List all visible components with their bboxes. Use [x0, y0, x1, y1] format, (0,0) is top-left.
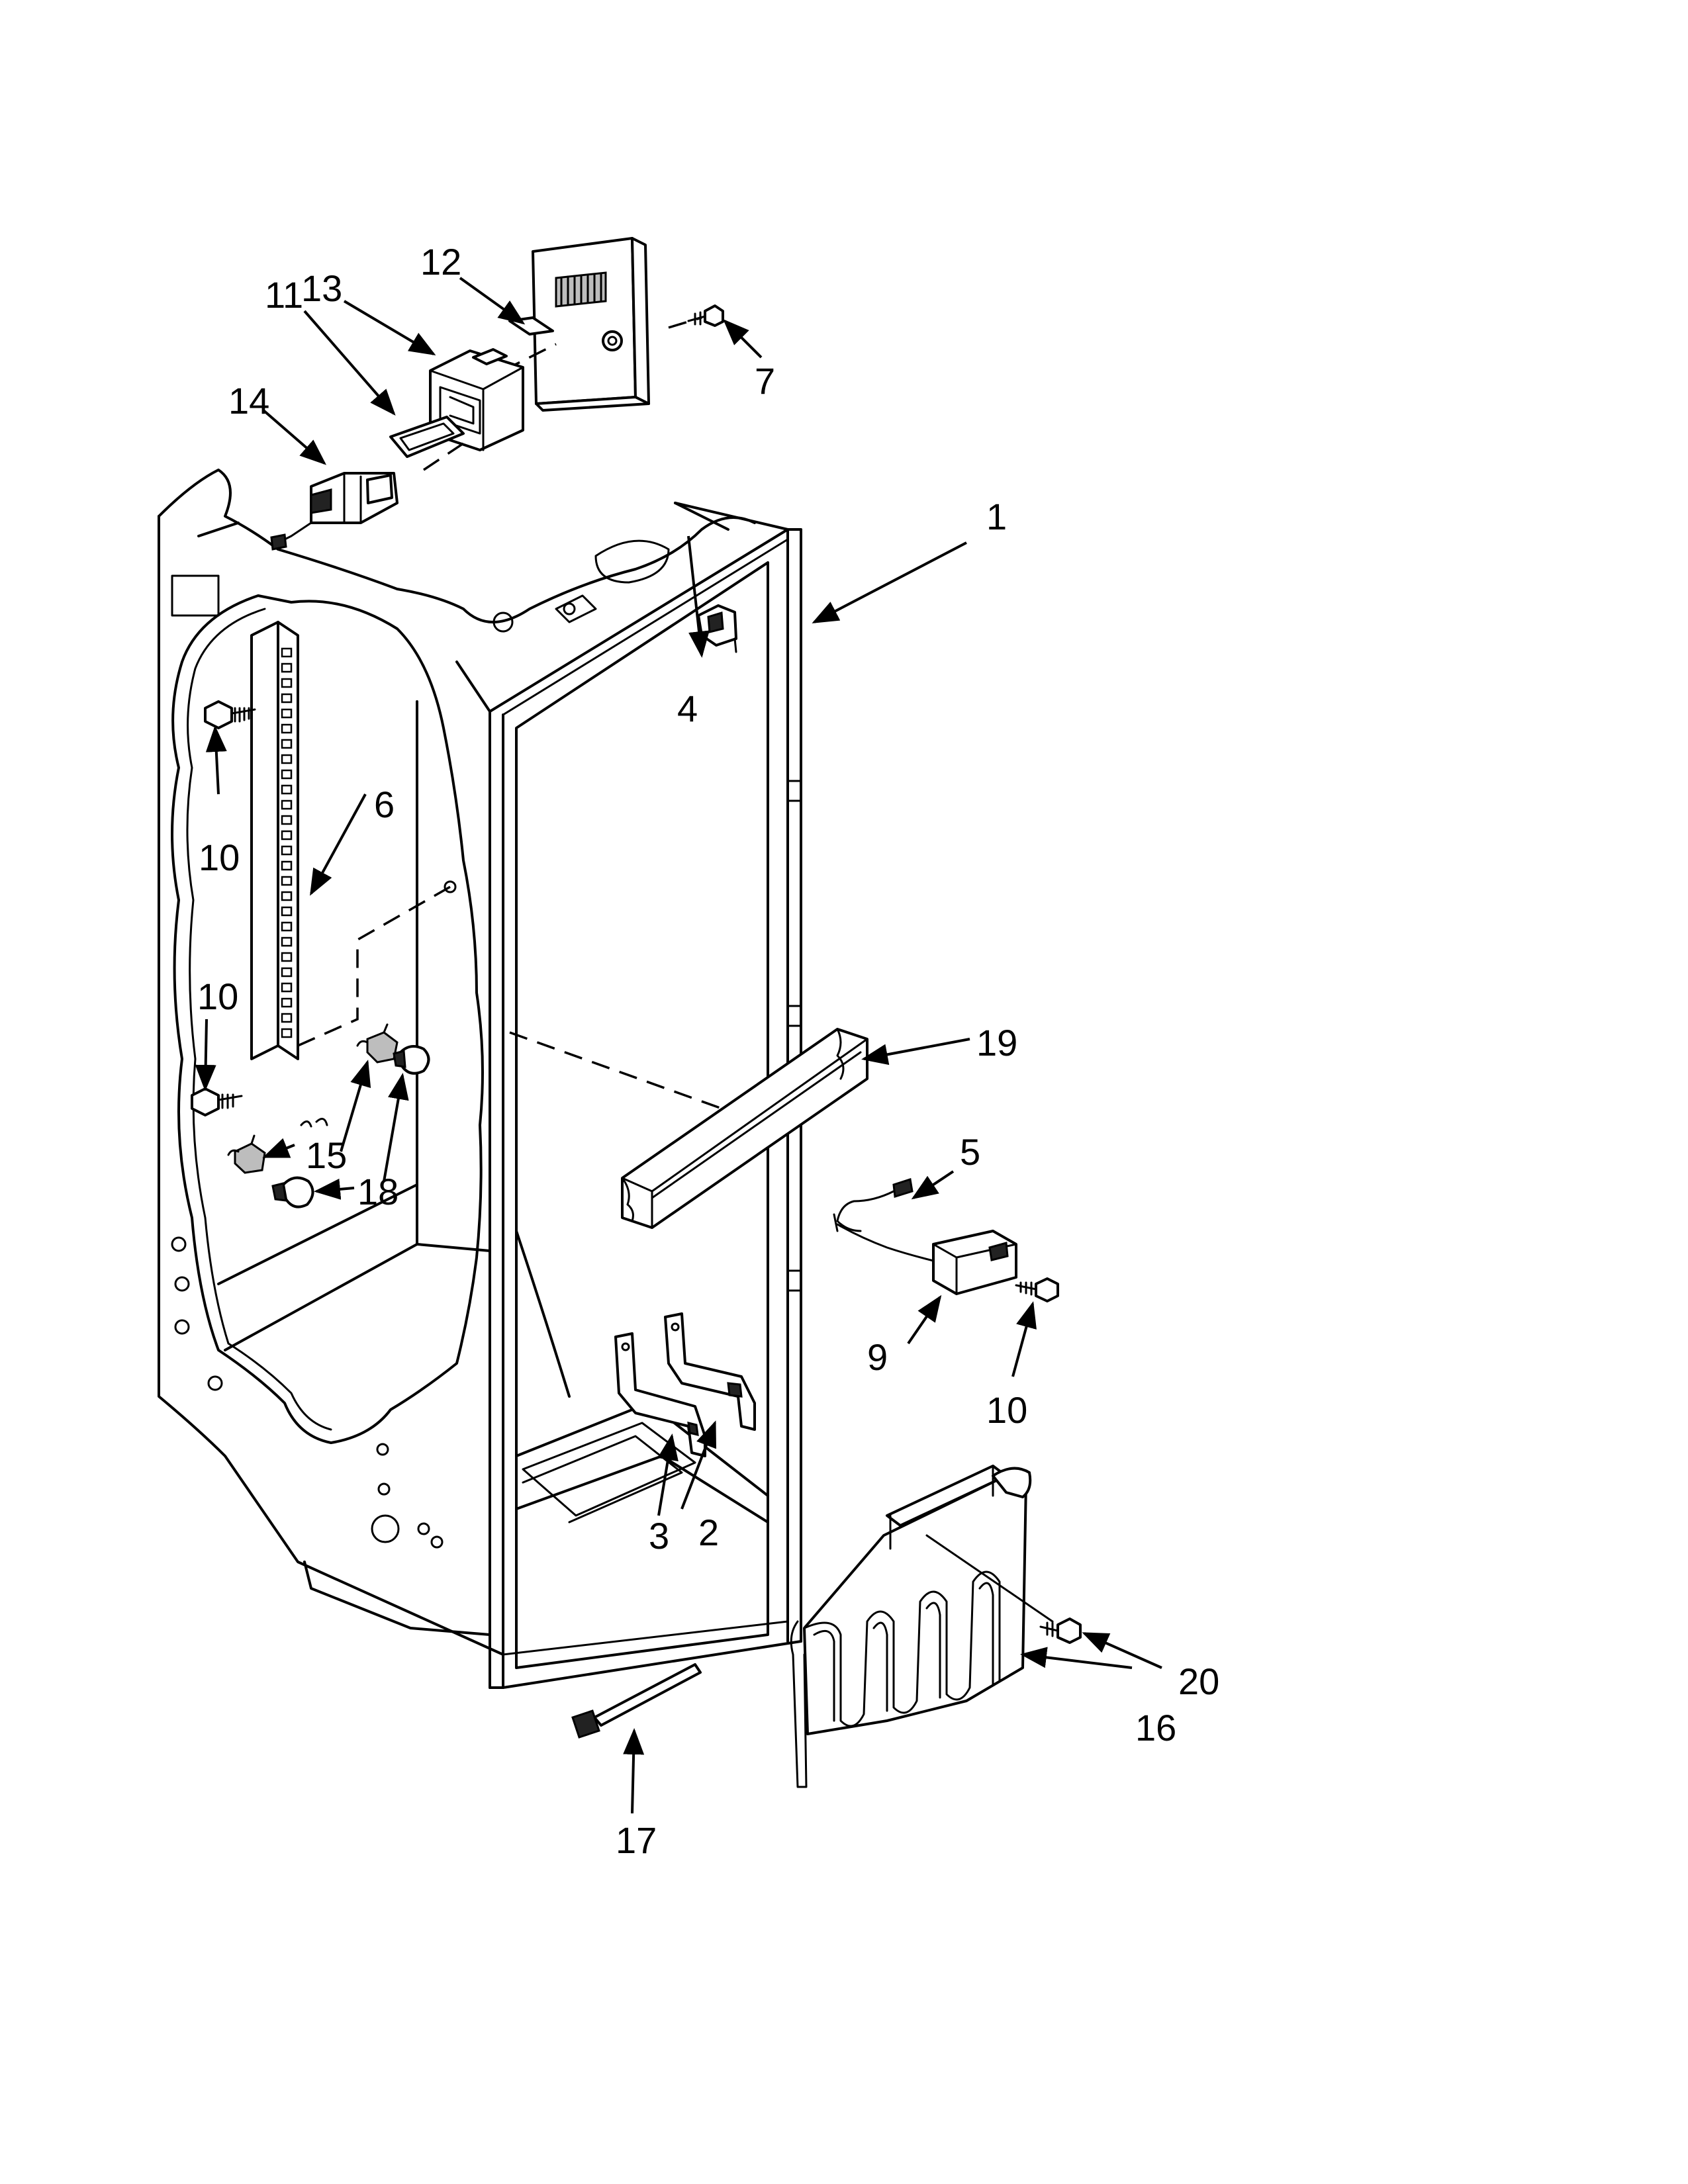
leader-2 — [680, 1420, 717, 1510]
ladder-slot — [281, 936, 293, 947]
evaporator-part-16 — [790, 1465, 1032, 1788]
ladder-slot — [281, 830, 293, 841]
ladder-slot — [281, 997, 293, 1008]
ladder-slot — [281, 662, 293, 673]
screw-part-10-switch — [1015, 1277, 1059, 1302]
callout-11: 11 — [265, 274, 303, 316]
screw-part-7 — [687, 304, 724, 327]
assembly-line-7 — [668, 316, 702, 329]
ladder-slot — [281, 860, 293, 871]
callout-16: 16 — [1135, 1707, 1176, 1749]
ladder-slot — [281, 891, 293, 901]
ladder-slot — [281, 723, 293, 734]
leader-17 — [623, 1728, 645, 1814]
lamp-socket-part-15-upper — [356, 1023, 399, 1064]
callout-labels: 1 2 3 4 5 6 7 9 10 10 10 11 12 13 14 15 … — [197, 241, 1219, 1861]
ladder-slot — [281, 678, 293, 688]
leader-15b — [262, 1138, 295, 1158]
clip-marks — [300, 1118, 328, 1128]
ladder-slot — [281, 754, 293, 764]
ladder-slot — [281, 647, 293, 658]
leader-6 — [310, 794, 367, 896]
callout-13: 13 — [301, 267, 342, 309]
callout-4: 4 — [677, 688, 698, 729]
callout-10-top: 10 — [199, 837, 240, 878]
callout-9: 9 — [867, 1336, 888, 1378]
leader-3 — [657, 1433, 679, 1516]
ladder-slot — [281, 967, 293, 978]
ladder-slot — [281, 708, 293, 719]
ladder-slot — [281, 815, 293, 825]
light-switch-part-9 — [833, 1213, 1017, 1295]
evaporator-mount-line — [925, 1534, 1054, 1623]
screw-part-10-top — [204, 700, 256, 729]
callout-19: 19 — [976, 1022, 1017, 1064]
ladder-slot — [281, 799, 293, 810]
callout-20: 20 — [1178, 1661, 1219, 1702]
leader-9 — [907, 1295, 942, 1345]
lamp-socket-part-15-lower — [227, 1134, 266, 1174]
callout-3: 3 — [649, 1515, 669, 1557]
ladder-slot — [281, 739, 293, 749]
ladder-slot — [281, 921, 293, 932]
ladder-slot — [281, 952, 293, 962]
ladder-slot — [281, 1013, 293, 1023]
callout-10-bottom: 10 — [197, 976, 238, 1017]
leader-18a — [314, 1178, 355, 1200]
screw-part-20 — [1039, 1617, 1082, 1644]
bracket-part-2 — [664, 1312, 756, 1431]
leader-5 — [911, 1170, 955, 1200]
leader-7 — [723, 319, 763, 359]
leader-14 — [262, 409, 327, 465]
shelf-ladder-part-6 — [250, 621, 457, 1060]
leader-13 — [343, 300, 436, 356]
thermostat-part-14 — [270, 472, 399, 551]
leader-16 — [1020, 1647, 1133, 1669]
callout-6: 6 — [374, 784, 395, 825]
leader-20 — [1082, 1632, 1162, 1669]
callout-17: 17 — [616, 1819, 657, 1861]
control-housing-part-12 — [532, 237, 650, 412]
leader-10a — [205, 725, 227, 795]
ladder-slot — [281, 982, 293, 993]
light-bulb-part-18-upper — [393, 1045, 430, 1075]
assembly-line-11 — [423, 442, 464, 471]
light-bulb-part-18-lower — [271, 1176, 314, 1208]
screw-part-10-bottom — [191, 1087, 243, 1116]
ladder-slot — [281, 784, 293, 795]
ladder-slot — [281, 876, 293, 886]
callout-2: 2 — [698, 1512, 719, 1553]
leader-4 — [687, 535, 710, 658]
ladder-slot — [281, 769, 293, 780]
gasket-part-11 — [389, 416, 465, 458]
callout-12: 12 — [420, 241, 461, 283]
leader-12 — [459, 277, 526, 325]
ladder-slot — [281, 906, 293, 917]
leader-10b — [195, 1019, 216, 1091]
callout-5: 5 — [960, 1131, 980, 1173]
leader-10c — [1011, 1301, 1037, 1377]
callout-1: 1 — [986, 496, 1007, 537]
leader-19 — [861, 1038, 970, 1066]
ladder-slot — [281, 845, 293, 856]
callout-15: 15 — [306, 1134, 347, 1176]
leader-15a — [340, 1060, 371, 1152]
leader-lines — [195, 277, 1162, 1814]
switch-part-4 — [697, 604, 737, 653]
cable-tie-part-17 — [571, 1663, 702, 1739]
air-diffuser-part-19 — [621, 1028, 868, 1229]
bracket-part-3 — [614, 1332, 706, 1457]
callout-10-switch: 10 — [986, 1389, 1027, 1431]
leader-11 — [303, 310, 396, 416]
ladder-slot — [281, 693, 293, 704]
callout-18: 18 — [357, 1171, 399, 1212]
callout-14: 14 — [228, 380, 269, 422]
callout-7: 7 — [755, 360, 775, 402]
leader-18b — [383, 1073, 409, 1182]
ladder-slot — [281, 1028, 293, 1038]
wire-connector-part-5 — [836, 1178, 914, 1232]
